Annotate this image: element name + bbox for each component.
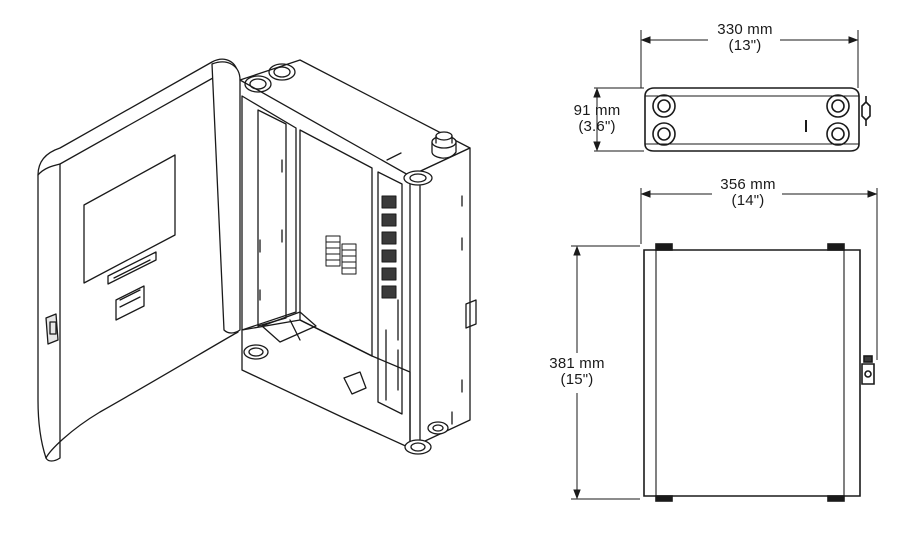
front-view-height-metric: 381 mm [549, 355, 605, 372]
front-view-height-imperial: (15") [560, 371, 594, 388]
front-view-width-metric: 356 mm [720, 176, 776, 193]
top-view-depth-imperial: (3.6") [578, 118, 616, 135]
top-view-depth-metric: 91 mm [573, 102, 621, 119]
front-view-width-label: 356 mm (14") [708, 177, 788, 209]
front-view-outline [643, 243, 875, 502]
top-view-width-imperial: (13") [728, 37, 762, 54]
top-view-width-label: 330 mm (13") [705, 22, 785, 54]
front-view-width-imperial: (14") [731, 192, 765, 209]
top-view-width-metric: 330 mm [717, 21, 773, 38]
top-view-depth-label: 91 mm (3.6") [558, 103, 636, 135]
front-view-height-label: 381 mm (15") [534, 356, 620, 388]
top-view-outline [644, 87, 871, 152]
